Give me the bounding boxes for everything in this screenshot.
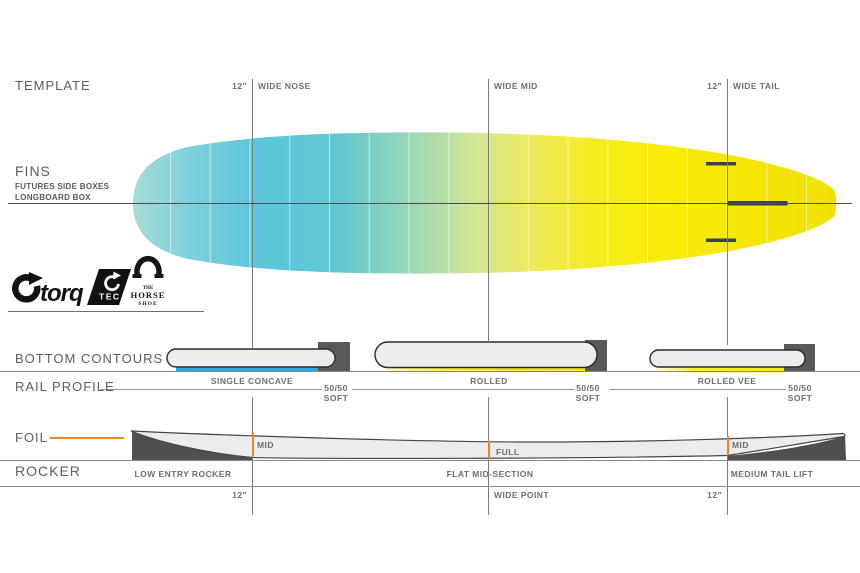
foil-rocker-graphic — [130, 430, 846, 460]
bottom-contours-title: BOTTOM CONTOURS — [15, 351, 164, 366]
tec-wordmark: TEC — [99, 292, 121, 302]
rail-profile-title: RAIL PROFILE — [15, 379, 115, 394]
foil-mid-nose-label: MID — [257, 440, 274, 450]
rocker-baseline — [0, 460, 860, 461]
fins-futures-label: FUTURES SIDE BOXES — [15, 182, 110, 191]
rail-ratio-1: 50/50 — [324, 383, 348, 393]
nose-12in-line-bottom — [252, 397, 253, 515]
wide-tail-label: WIDE TAIL — [733, 81, 780, 91]
tec-arrowhead-icon — [113, 271, 121, 280]
foil-tick-tail — [726, 436, 729, 455]
nose-rocker-fill — [132, 432, 252, 460]
medium-tail-lift-label: MEDIUM TAIL LIFT — [730, 469, 814, 479]
futures-side-box-top — [706, 162, 736, 166]
horseshoe-serif-left — [132, 274, 142, 278]
contour-lenses — [166, 341, 806, 369]
rail-ratio-2: 50/50 — [576, 383, 600, 393]
horseshoe-text-horse: HORSE — [131, 290, 166, 300]
flat-mid-section-label: FLAT MID-SECTION — [446, 469, 534, 479]
bottom-contours-graphic — [166, 340, 815, 373]
rail-ratio-3: 50/50 — [788, 383, 812, 393]
rolled-vee-band — [656, 365, 784, 373]
wide-nose-label: WIDE NOSE — [258, 81, 311, 91]
low-entry-rocker-label: LOW ENTRY ROCKER — [134, 469, 232, 479]
contour-single-concave — [166, 348, 336, 368]
template-tail-offset: 12" — [707, 81, 722, 91]
foil-mid-tail-label: MID — [732, 440, 749, 450]
tec-parallelogram — [87, 269, 131, 305]
rail-soft-2: SOFT — [575, 393, 601, 403]
rolled-band — [385, 364, 585, 372]
rail-profile-line-2 — [352, 389, 574, 390]
tail-12in-line-top — [727, 79, 728, 345]
wide-point-label: WIDE POINT — [494, 490, 550, 500]
rail-soft-1: SOFT — [323, 393, 349, 403]
contours-baseline — [0, 371, 860, 372]
nose-12in-line-top — [252, 79, 253, 348]
rail-soft-3: SOFT — [787, 393, 813, 403]
template-title: TEMPLATE — [15, 78, 91, 93]
rolled-label: ROLLED — [470, 376, 508, 386]
scale-tail-offset: 12" — [707, 490, 722, 500]
fins-title: FINS — [15, 163, 51, 179]
board-centerline — [8, 203, 852, 204]
foil-tick-nose — [251, 433, 254, 456]
scale-nose-offset: 12" — [232, 490, 247, 500]
horse-shoe-logo: THE HORSE SHOE — [131, 255, 166, 307]
foil-title: FOIL — [15, 430, 48, 445]
wide-mid-label: WIDE MID — [494, 81, 538, 91]
torq-arrowhead-icon — [29, 272, 43, 285]
contour-rolled — [374, 341, 598, 369]
horseshoe-serif-right — [154, 274, 164, 278]
horseshoe-text-shoe: SHOE — [138, 301, 157, 307]
torq-arrow-icon — [12, 274, 41, 303]
contour-rolled-vee — [649, 349, 806, 368]
single-concave-label: SINGLE CONCAVE — [210, 376, 294, 386]
tail-rocker-fill — [727, 436, 846, 460]
foil-full-label: FULL — [496, 447, 520, 457]
foil-pointer-dash — [50, 437, 124, 439]
rocker-bottom-line — [0, 486, 860, 487]
tec-logo: TEC — [87, 269, 131, 305]
rocker-title: ROCKER — [15, 463, 81, 479]
horseshoe-text-the: THE — [143, 286, 154, 291]
rail-profile-line-1 — [100, 389, 322, 390]
futures-side-box-bottom — [706, 238, 736, 242]
tec-arrow-icon — [104, 275, 120, 292]
rail-profile-line-3 — [610, 389, 786, 390]
fins-longboard-label: LONGBOARD BOX — [15, 193, 91, 202]
rolled-vee-label: ROLLED VEE — [697, 376, 757, 386]
tail-12in-line-bottom — [727, 397, 728, 515]
template-nose-offset: 12" — [232, 81, 247, 91]
foil-tick-mid — [487, 441, 490, 459]
torq-wordmark: torq — [40, 280, 84, 307]
torq-logo: torq — [12, 272, 84, 307]
wide-mid-line-top — [488, 79, 489, 342]
horseshoe-icon — [134, 255, 162, 278]
logo-divider-line — [8, 311, 204, 312]
